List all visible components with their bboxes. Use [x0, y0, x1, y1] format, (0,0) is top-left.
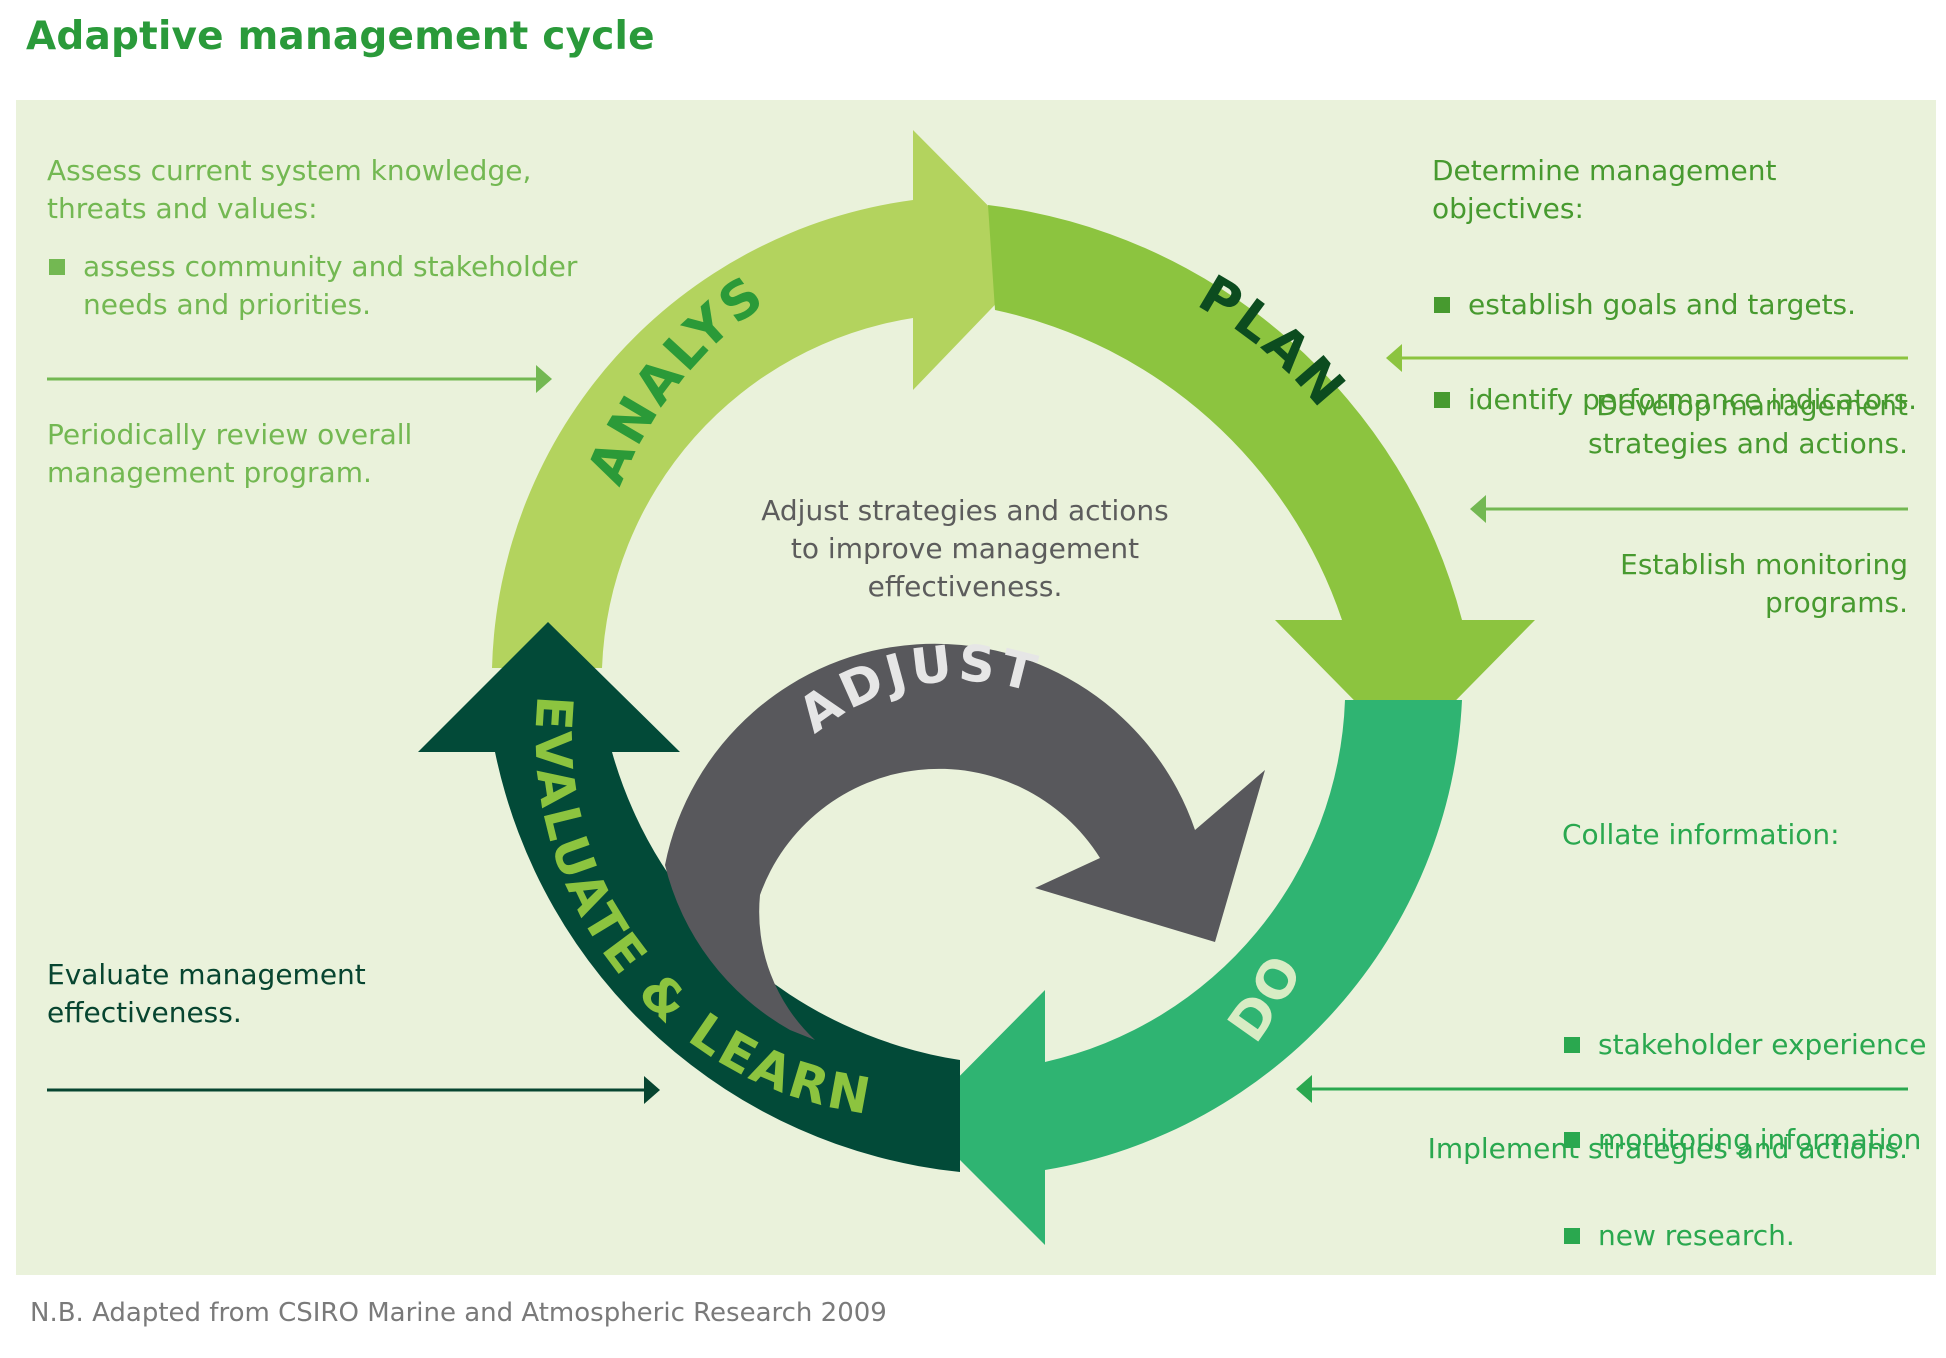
analyse-arrow [492, 130, 1040, 668]
bullet-square-icon [1564, 1132, 1580, 1148]
evaluate-text: Evaluate management effectiveness. [47, 958, 366, 1029]
connector-evaluate [47, 1076, 660, 1104]
monitoring-text: Establish monitoring programs. [1620, 548, 1908, 619]
connector-implement [1296, 1075, 1908, 1103]
page-title: Adaptive management cycle [26, 14, 655, 59]
bullet-square-icon [49, 259, 65, 275]
assess-heading: Assess current system knowledge, threats… [47, 154, 532, 225]
assess-bullet: assess community and stakeholder needs a… [47, 248, 643, 324]
connector-review [47, 365, 552, 393]
implement-text: Implement strategies and actions. [1427, 1132, 1908, 1165]
bullet-square-icon [1564, 1228, 1580, 1244]
collate-bullet: new research. [1562, 1217, 1946, 1255]
do-arrow [918, 700, 1462, 1245]
plan-arrow [988, 205, 1535, 752]
collate-bullet: monitoring information [1562, 1121, 1946, 1159]
collate-bullet: stakeholder experience [1562, 1026, 1946, 1064]
develop-text: Develop management strategies and action… [1588, 389, 1908, 460]
objectives-bullet: identify performance indicators. [1432, 381, 1946, 419]
bullet-square-icon [1434, 297, 1450, 313]
connector-monitoring [1470, 495, 1908, 523]
evaluate-arrow [418, 622, 960, 1172]
center-note: Adjust strategies and actions to improve… [761, 494, 1169, 603]
bullet-square-icon [1434, 392, 1450, 408]
bullet-square-icon [1564, 1037, 1580, 1053]
collate-heading: Collate information: [1562, 818, 1840, 851]
source-footnote: N.B. Adapted from CSIRO Marine and Atmos… [30, 1298, 887, 1328]
objectives-bullet: establish goals and targets. [1432, 286, 1946, 324]
objectives-heading: Determine management objectives: [1432, 154, 1777, 225]
adjust-arrow [665, 643, 1265, 1040]
connector-develop [1386, 344, 1908, 372]
review-text: Periodically review overall management p… [47, 418, 413, 489]
